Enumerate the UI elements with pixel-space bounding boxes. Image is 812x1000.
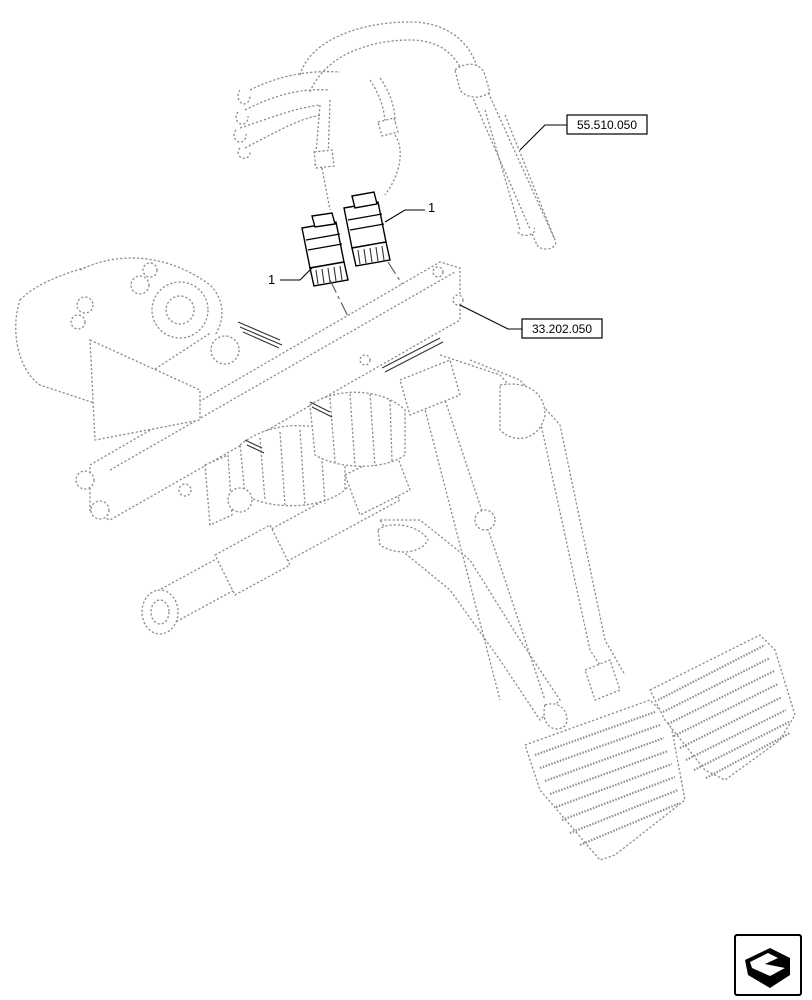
reference-55-510-050[interactable]: 55.510.050 (519, 114, 648, 151)
next-page-arrow-icon[interactable] (734, 934, 802, 996)
reference-label-top: 55.510.050 (577, 118, 637, 132)
connector-left (301, 212, 349, 287)
reference-label-mid: 33.202.050 (532, 322, 592, 336)
mounting-bracket (89, 261, 464, 521)
callout-label-1a: 1 (268, 272, 275, 287)
callout-label-1b: 1 (428, 200, 435, 215)
return-springs (178, 391, 406, 526)
pedal-arm-left (377, 359, 561, 722)
pedal-pad-right (649, 634, 796, 781)
hose-bundle (233, 21, 557, 250)
pedal-shaft (141, 449, 411, 635)
callout-connector-right: 1 (384, 200, 435, 223)
callout-connector-left: 1 (268, 267, 313, 287)
pedal-arm-right (439, 354, 626, 730)
valve-body (15, 257, 283, 520)
pedal-pad-left (524, 699, 686, 861)
connector-right (343, 191, 391, 267)
reference-33-202-050[interactable]: 33.202.050 (459, 304, 603, 339)
